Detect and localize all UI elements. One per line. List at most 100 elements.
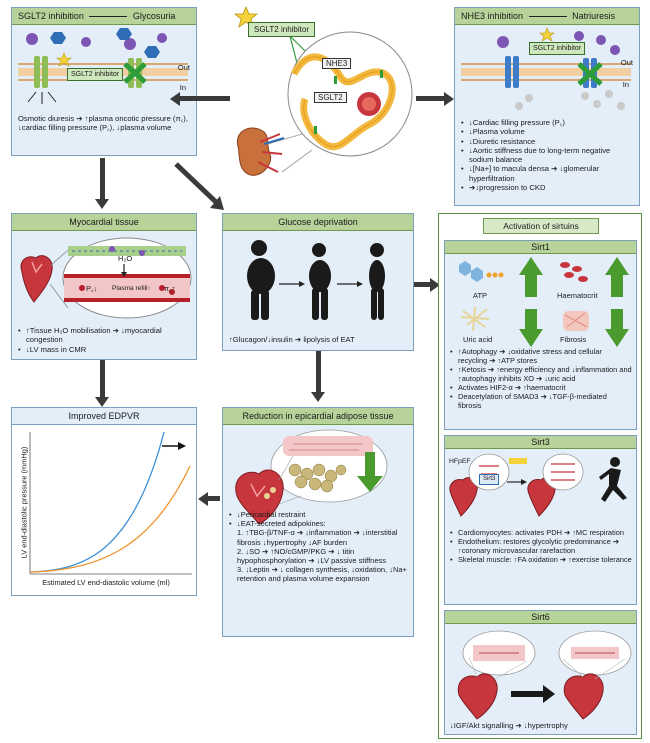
- glucose-deprivation-text: ↑Glucagon/↓insulin ➔ lipolysis of EAT: [229, 335, 355, 344]
- pic-label: π꜀↑: [164, 284, 176, 293]
- edpvr-header: Improved EDPVR: [12, 408, 196, 425]
- sirt3-illustration: [449, 453, 627, 517]
- nhe3-item: ↓Diuretic resistance: [461, 137, 633, 147]
- arrow-to-edpvr: [100, 360, 105, 398]
- h2o-label: H₂O: [118, 254, 133, 263]
- baseline-edpvr-curve: [29, 431, 165, 573]
- sirt6-panel: Sirt6 ↓IGF/Akt signalling ➔ ↓hypertrophy: [444, 610, 637, 735]
- arrow-head-down-icon: [311, 392, 325, 402]
- edpvr-panel: Improved EDPVR LV end-diastolic pressure…: [11, 407, 197, 596]
- sglt2-inhibition-header: SGLT2 inhibition Glycosuria: [12, 8, 196, 25]
- uric-acid-label: Uric acid: [463, 335, 493, 344]
- arrow-head-left-icon: [170, 92, 180, 106]
- nhe3-item: ➔↓progression to CKD: [461, 183, 633, 193]
- nhe3-inhibition-header: NHE3 inhibition Natriuresis: [455, 8, 639, 25]
- sirt3-header: Sirt3: [445, 436, 636, 449]
- sirt1-item: Activates HIF2-α ➔ ↑haematocrit: [450, 383, 632, 392]
- sirt3-item: Skeletal muscle: ↑FA oxidation ➔ ↑exerci…: [450, 555, 632, 564]
- arrow-head-right-icon: [178, 442, 186, 450]
- out-label: Out: [177, 63, 190, 72]
- sglt2-label: SGLT2: [314, 92, 347, 103]
- epicardial-header: Reduction in epicardial adipose tissue: [223, 408, 413, 425]
- myocardial-list: ↑Tissue H₂O mobilisation ➔ ↓myocardial c…: [18, 326, 190, 354]
- sglt2-inhibition-text: Osmotic diuresis ➔ ↑plasma oncotic press…: [18, 114, 188, 133]
- arrow-head-right-icon: [444, 92, 454, 106]
- sirt3-item: Endothelium: restores glycolytic predomi…: [450, 537, 632, 555]
- arrow-head-right-icon: [430, 278, 440, 292]
- myocardial-tissue-panel: Myocardial tissue H₂O P꜀↓ Plasma refill↑…: [11, 213, 197, 360]
- nhe3-inhibition-list: ↓Cardiac filling pressure (P꜀) ↓Plasma v…: [461, 118, 633, 193]
- sirtuins-container: Activation of sirtuins Sirt1 ATP Haemato…: [438, 213, 642, 739]
- nhe3-sglt2-inhibitor-tag: SGLT2 inhibitor: [529, 42, 586, 55]
- arrow-head-down-icon: [95, 199, 109, 209]
- nhe3-inhibition-title: NHE3 inhibition: [461, 11, 524, 21]
- right-arrow-icon: [528, 16, 567, 18]
- sirt1-header: Sirt1: [445, 241, 636, 254]
- myocardial-tissue-header: Myocardial tissue: [12, 214, 196, 231]
- plasma-refill-label: Plasma refill↑: [112, 285, 151, 292]
- sglt2-inhibition-title: SGLT2 inhibition: [18, 11, 84, 21]
- haematocrit-label: Haematocrit: [557, 291, 598, 300]
- body-silhouettes-illustration: [247, 240, 385, 320]
- edpvr-x-label: Estimated LV end-diastolic volume (ml): [42, 578, 170, 587]
- glucose-deprivation-panel: Glucose deprivation ↑Glucagon/↓insulin ➔…: [222, 213, 414, 351]
- sirt1-panel: Sirt1 ATP Haematocrit Uric acid Fibrosis…: [444, 240, 637, 430]
- sglt2-inhibition-panel: SGLT2 inhibition Glycosuria SGLT2 inhibi…: [11, 7, 197, 156]
- nhe3-item: ↓Aortic stiffness due to long-term negat…: [461, 146, 633, 165]
- glycosuria-title: Glycosuria: [132, 11, 176, 21]
- right-arrow-icon: [89, 16, 128, 18]
- sirt1-item: ↑Autophagy ➔ ↓oxidative stress and cellu…: [450, 347, 632, 365]
- epicardial-sub-item: 1. ↑TBG-β/TNF-α ➔ ↓inflammation ➔ ↓inter…: [237, 528, 398, 547]
- arrow-to-sirtuins: [414, 282, 432, 287]
- sirt3-item: Cardiomyocytes: activates PDH ➔ ↑MC resp…: [450, 528, 632, 537]
- nephron-svg: [233, 5, 413, 176]
- sirt1-illustration: [459, 257, 629, 347]
- epicardial-sub-item: 3. ↓Leptin ➔ ↓ collagen synthesis, ↓oxid…: [237, 565, 407, 584]
- edpvr-y-label: LV end-diastolic pressure (mmHg): [19, 446, 29, 559]
- nhe3-label: NHE3: [322, 58, 352, 69]
- arrow-to-sglt2-panel: [178, 96, 230, 101]
- glucose-deprivation-header: Glucose deprivation: [223, 214, 413, 231]
- sirt3-list: Cardiomyocytes: activates PDH ➔ ↑MC resp…: [450, 528, 632, 564]
- arrow-head-down-icon: [95, 397, 109, 407]
- arrow-to-epicardial: [316, 351, 321, 393]
- natriuresis-title: Natriuresis: [572, 11, 616, 21]
- fibrosis-label: Fibrosis: [560, 335, 587, 344]
- sirt1-item: Deacetylation of SMAD3 ➔ ↓TGF-β-mediated…: [450, 392, 632, 410]
- in-label: In: [179, 83, 186, 92]
- myocardial-item: ↓LV mass in CMR: [18, 345, 190, 355]
- sglt2-inhibitor-tag: SGLT2 inhibitor: [67, 68, 124, 81]
- nhe3-membrane-illustration: [461, 27, 631, 110]
- nhe3-item: ↓[Na+] to macula densa ➔ ↓glomerular hyp…: [461, 164, 633, 183]
- sglt2-inhibitor-label: SGLT2 inhibitor: [248, 22, 315, 37]
- epicardial-item: ↓Pericardial restraint: [229, 510, 407, 519]
- sirt6-text: ↓IGF/Akt signalling ➔ ↓hypertrophy: [450, 721, 568, 730]
- arrow-to-edpvr-left: [206, 496, 220, 501]
- hfpef-label: HFpEF: [449, 458, 471, 465]
- atp-label: ATP: [473, 291, 488, 300]
- sirt6-illustration: [457, 630, 632, 720]
- sirt1-list: ↑Autophagy ➔ ↓oxidative stress and cellu…: [450, 347, 632, 410]
- improved-edpvr-curve: [29, 465, 191, 573]
- nhe3-inhibition-panel: NHE3 inhibition Natriuresis SGLT2 inhibi…: [454, 7, 640, 206]
- arrow-to-nhe3-panel: [416, 96, 446, 101]
- arrow-to-myocardial: [100, 158, 105, 200]
- pc-label: P꜀↓: [86, 284, 98, 293]
- edpvr-chart: [29, 431, 192, 575]
- arrow-head-left-icon: [198, 492, 208, 506]
- epicardial-sub-item: 2. ↓SO ➔ ↑NO/cGMP/PKG ➔ ↓ titin hypophos…: [237, 546, 387, 566]
- arrow-to-glucose-deprivation: [174, 162, 224, 210]
- myocardial-illustration: [20, 237, 192, 319]
- myocardial-item: ↑Tissue H₂O mobilisation ➔ ↓myocardial c…: [18, 326, 190, 345]
- epicardial-list: ↓Pericardial restraint ↓EAT-secreted adi…: [229, 510, 407, 584]
- epicardial-panel: Reduction in epicardial adipose tissue ↓…: [222, 407, 414, 637]
- nhe3-item: ↓Plasma volume: [461, 127, 633, 137]
- in-label: In: [622, 80, 629, 89]
- out-label: Out: [620, 58, 633, 67]
- sirt1-item: ↑Ketosis ➔ ↑energy efficiency and ↓infla…: [450, 365, 632, 383]
- epicardial-item: ↓EAT-secreted adipokines:: [229, 519, 407, 528]
- center-kidney-illustration: SGLT2 inhibitor NHE3 SGLT2: [230, 4, 426, 184]
- sirtuins-header: Activation of sirtuins: [483, 218, 599, 234]
- nhe3-item: ↓Cardiac filling pressure (P꜀): [461, 118, 633, 128]
- sirt3-tag: Sirt3: [479, 474, 500, 485]
